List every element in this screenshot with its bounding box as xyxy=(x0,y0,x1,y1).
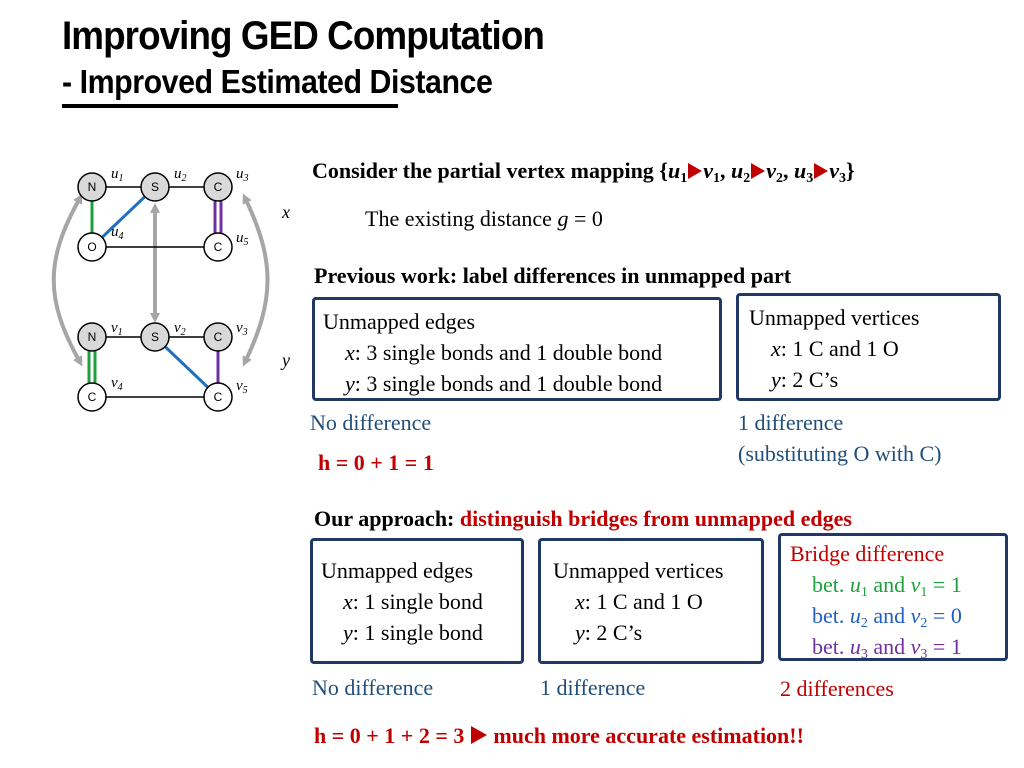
svg-text:C: C xyxy=(214,180,223,194)
node-u4 xyxy=(77,232,107,262)
graph-y-label: y xyxy=(282,350,290,370)
ours-unmapped-vertices-box: Unmapped vertices x: 1 C and 1 O y: 2 C’… xyxy=(538,538,764,664)
label-u1: u1 xyxy=(111,166,124,184)
node-v1 xyxy=(77,322,107,352)
svg-text:C: C xyxy=(88,390,97,404)
svg-text:C: C xyxy=(214,390,223,404)
label-v2: v2 xyxy=(174,320,186,338)
ours-bridge-result: 2 differences xyxy=(780,676,894,701)
bridge-row-2: bet. u2 and v2 = 0 xyxy=(812,603,962,631)
graph-x-label: x xyxy=(282,202,290,222)
title-underline xyxy=(62,104,398,108)
label-u4: u4 xyxy=(111,224,124,242)
previous-vertices-result-note: (substituting O with C) xyxy=(738,441,942,466)
label-u2: u2 xyxy=(174,166,187,184)
label-u3: u3 xyxy=(236,166,249,184)
page-subtitle: - Improved Estimated Distance xyxy=(62,63,493,100)
mapping-arrow-u1-v1 xyxy=(51,193,83,367)
svg-text:O: O xyxy=(87,240,96,254)
label-u5: u5 xyxy=(236,230,249,248)
right-arrow-icon xyxy=(470,726,487,744)
ours-edges-result: No difference xyxy=(312,675,434,700)
node-u3 xyxy=(203,172,233,202)
node-v3 xyxy=(203,322,233,352)
node-u1 xyxy=(77,172,107,202)
our-approach-heading: Our approach: distinguish bridges from u… xyxy=(314,506,852,531)
previous-vertices-result: 1 difference xyxy=(738,410,844,435)
label-v4: v4 xyxy=(111,375,123,393)
node-u2 xyxy=(140,172,170,202)
graph-diagram: N S C O C N S C C C u1 u2 u3 u4 u5 v1 v2… xyxy=(51,166,270,412)
svg-text:C: C xyxy=(214,330,223,344)
mapping-arrow-u3-v3 xyxy=(242,193,270,367)
node-v4 xyxy=(77,382,107,412)
previous-unmapped-vertices-box: Unmapped vertices x: 1 C and 1 O y: 2 C’… xyxy=(736,293,1001,401)
svg-text:S: S xyxy=(151,180,159,194)
ours-vertices-result: 1 difference xyxy=(540,675,646,700)
label-v1: v1 xyxy=(111,320,123,338)
node-v5 xyxy=(203,382,233,412)
svg-text:C: C xyxy=(214,240,223,254)
previous-work-heading: Previous work: label differences in unma… xyxy=(314,263,792,288)
node-v2 xyxy=(140,322,170,352)
label-v3: v3 xyxy=(236,320,248,338)
bridge-row-3: bet. u3 and v3 = 1 xyxy=(812,634,962,662)
previous-h-value: h = 0 + 1 = 1 xyxy=(318,450,434,475)
ours-h-value: h = 0 + 1 + 2 = 3 much more accurate est… xyxy=(314,723,804,748)
previous-edges-result: No difference xyxy=(310,410,432,435)
svg-text:S: S xyxy=(151,330,159,344)
previous-unmapped-edges-box: Unmapped edges x: 3 single bonds and 1 d… xyxy=(312,297,722,401)
existing-distance: The existing distance g = 0 xyxy=(365,206,603,231)
node-u5 xyxy=(203,232,233,262)
ours-bridge-difference-box: Bridge difference bet. u1 and v1 = 1 bet… xyxy=(778,533,1008,662)
bridge-row-1: bet. u1 and v1 = 1 xyxy=(812,572,962,600)
ours-unmapped-edges-box: Unmapped edges x: 1 single bond y: 1 sin… xyxy=(310,538,524,664)
label-v5: v5 xyxy=(236,378,248,396)
svg-text:N: N xyxy=(88,330,97,344)
svg-text:N: N xyxy=(88,180,97,194)
page-title: Improving GED Computation xyxy=(62,14,545,58)
